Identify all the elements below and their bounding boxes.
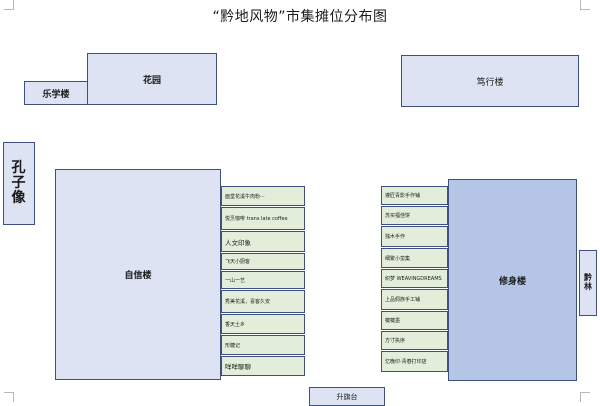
building-huayuan: 花园 bbox=[87, 53, 217, 105]
stall-right-7: 犍犍墨 bbox=[381, 311, 448, 330]
stall-right-4: 细繁小蛮集 bbox=[381, 248, 448, 268]
stall-left-7: 香天土乡 bbox=[221, 314, 305, 334]
stall-right-5: 织梦 WEAVINGDREAMS bbox=[381, 269, 448, 288]
map-title: “黔地风物”市集摊位分布图 bbox=[212, 9, 388, 25]
stall-right-1: 遵匠青影手作铺 bbox=[381, 186, 448, 205]
building-lexue: 乐学楼 bbox=[24, 81, 88, 105]
building-kongzi-statue: 孔子像 bbox=[3, 142, 35, 225]
stall-left-9: 咩咩聊聊 bbox=[221, 356, 305, 376]
stall-left-2: 悦烹咖啡 trans late coffee bbox=[221, 207, 305, 230]
flag-platform: 升旗台 bbox=[309, 387, 385, 406]
building-xiushen: 修身楼 bbox=[448, 179, 577, 381]
stall-right-9: 忆晚印·青春打印店 bbox=[381, 351, 448, 372]
corner-mark-top-left bbox=[4, 0, 14, 10]
stall-left-3: 人文印象 bbox=[221, 231, 305, 252]
stall-left-1: 面堂花溪牛肉粉··· bbox=[221, 186, 305, 206]
stall-left-4: 飞天小厨客 bbox=[221, 253, 305, 270]
stall-left-5: 一山一艺 bbox=[221, 271, 305, 289]
stall-right-3: 独木手作 bbox=[381, 226, 448, 247]
stall-right-8: 方寸执序 bbox=[381, 331, 448, 350]
corner-mark-bottom-left bbox=[4, 392, 14, 402]
corner-mark-bottom-right bbox=[580, 392, 590, 402]
stall-right-6: 上品侗族手工铺 bbox=[381, 289, 448, 310]
building-duxing: 笃行楼 bbox=[401, 55, 579, 107]
building-qianyuan: 黔林 bbox=[579, 250, 597, 316]
corner-mark-top-right bbox=[580, 0, 590, 10]
building-zixin: 自信楼 bbox=[55, 169, 221, 380]
stall-left-6: 秀美花溪，喜客久安 bbox=[221, 290, 305, 313]
stall-left-8: 形糖记 bbox=[221, 335, 305, 355]
stall-right-2: 苏买福佳饼 bbox=[381, 206, 448, 225]
